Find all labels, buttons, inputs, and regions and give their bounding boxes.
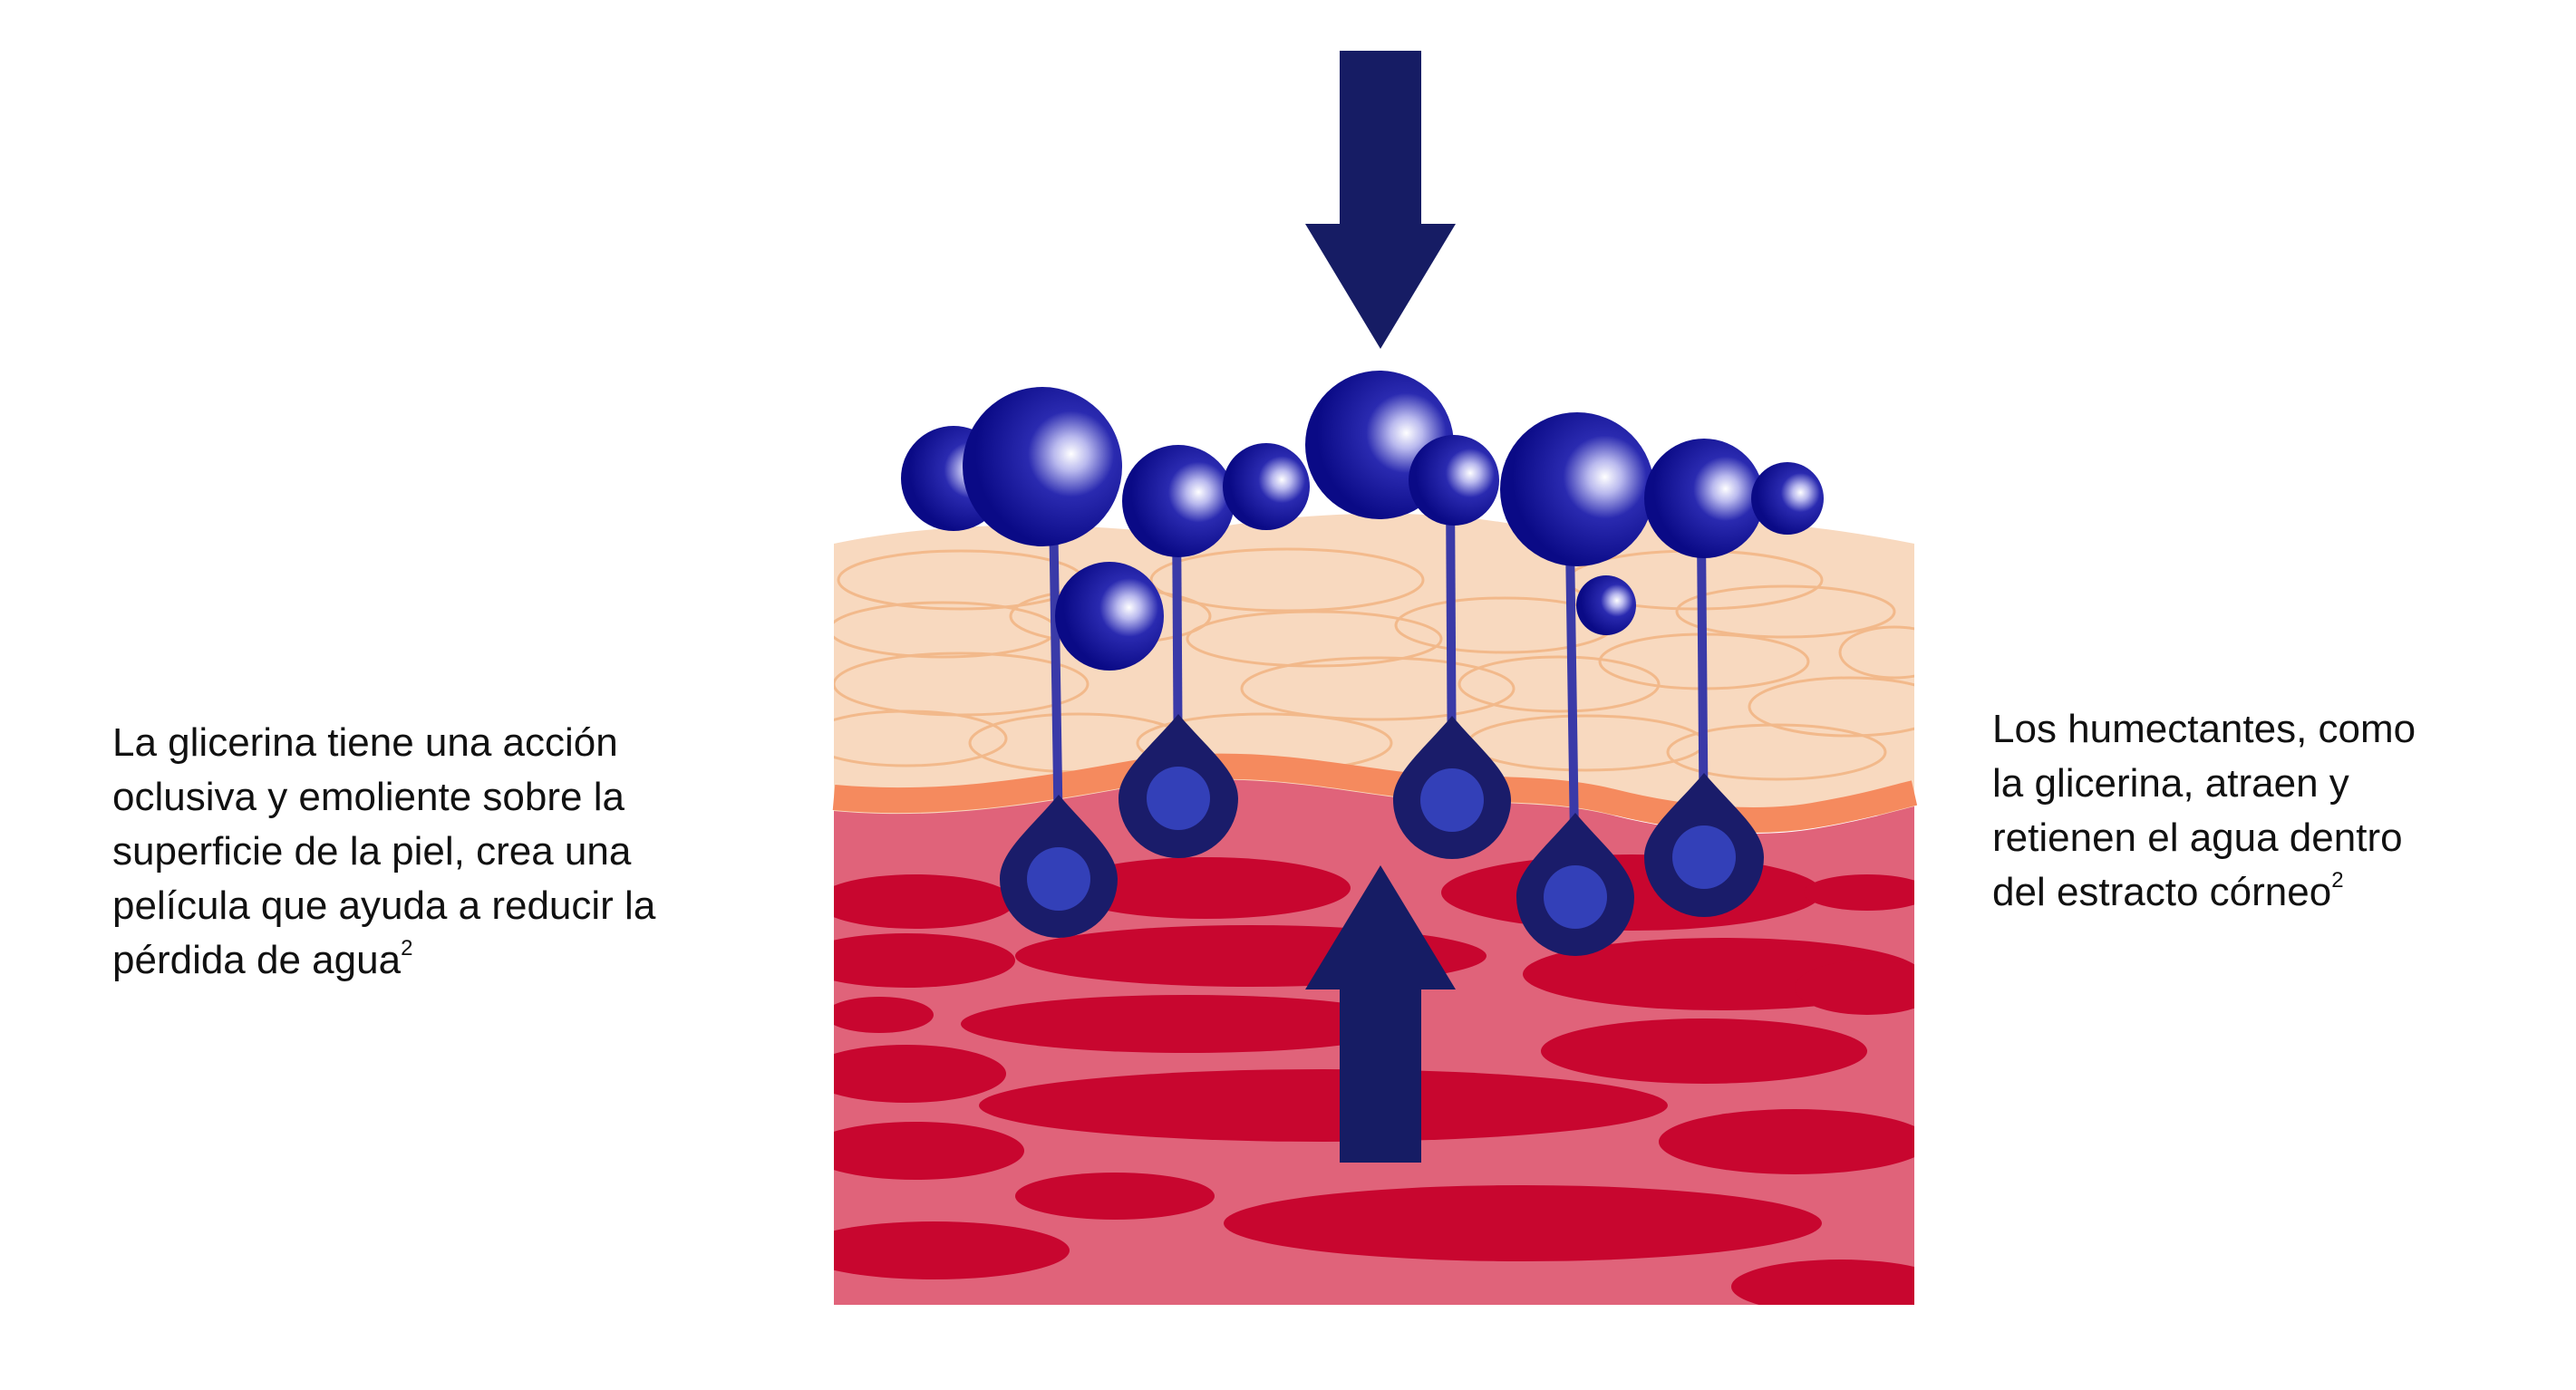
caption-line: Los humectantes, como (1992, 707, 2416, 751)
arrow-up-icon (1305, 865, 1456, 1163)
arrow-down-icon (1305, 51, 1456, 349)
glycerin-molecule-icon (1644, 439, 1764, 558)
caption-line: la glicerina, atraen y (1992, 761, 2349, 806)
caption-line: película que ayuda a reducir la (112, 883, 656, 928)
caption-humectant: Los humectantes, como la glicerina, atra… (1992, 702, 2416, 920)
glycerin-spheres (901, 371, 1824, 671)
caption-line-last: del estracto córneo2 (1992, 865, 2416, 920)
caption-line: retienen el agua dentro (1992, 816, 2403, 860)
reference-superscript: 2 (2331, 868, 2344, 893)
humectant-drop-icon (1000, 507, 1118, 938)
humectant-molecules (1000, 488, 1764, 956)
humectant-drop-icon (1393, 488, 1511, 859)
caption-occlusive: La glicerina tiene una acción oclusiva y… (112, 716, 655, 988)
humectant-drop-icon (1516, 543, 1634, 956)
caption-line: oclusiva y emoliente sobre la (112, 775, 625, 819)
glycerin-molecule-icon (963, 387, 1122, 546)
glycerin-molecule-icon (1576, 575, 1636, 635)
glycerin-molecule-icon (1122, 445, 1235, 557)
glycerin-molecule-icon (1055, 562, 1164, 671)
caption-line: La glicerina tiene una acción (112, 720, 618, 765)
caption-line: superficie de la piel, crea una (112, 829, 632, 874)
glycerin-molecule-icon (1500, 412, 1654, 566)
glycerin-molecule-icon (1223, 443, 1310, 530)
caption-text: del estracto córneo (1992, 870, 2332, 914)
glycerin-molecule-icon (1751, 462, 1824, 535)
humectant-drop-icon (1644, 534, 1764, 917)
glycerin-molecule-icon (1409, 435, 1499, 526)
reference-superscript: 2 (401, 936, 413, 960)
caption-text: pérdida de agua (112, 938, 402, 982)
caption-line-last: pérdida de agua2 (112, 933, 655, 988)
